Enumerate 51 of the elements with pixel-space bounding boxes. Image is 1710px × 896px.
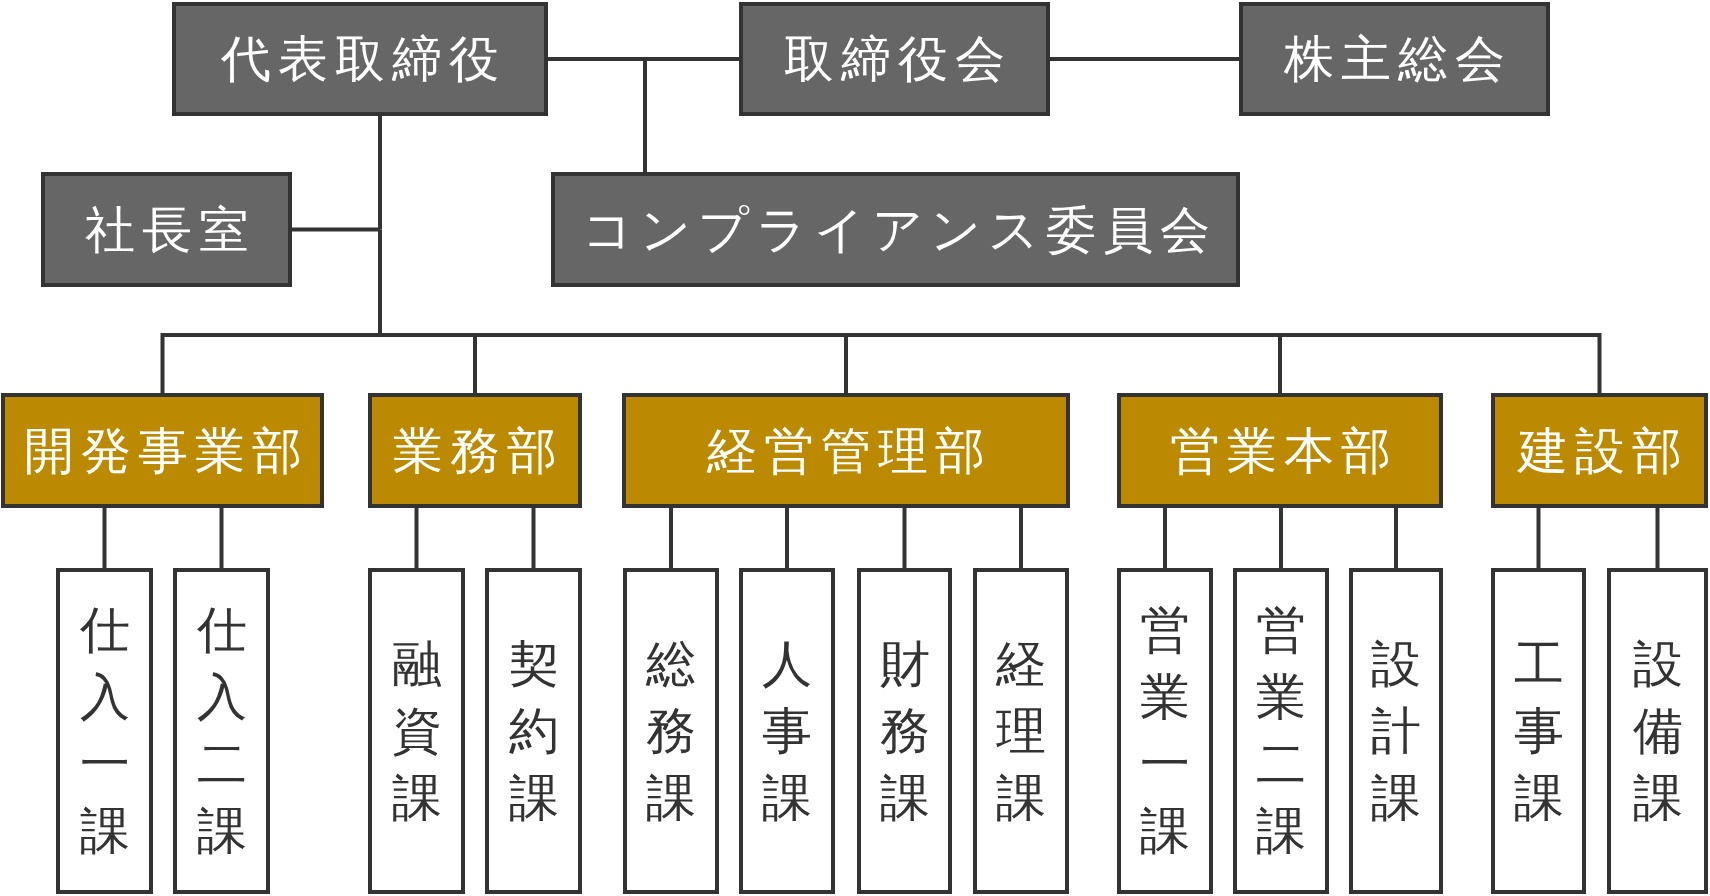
section-box: 総務課 (623, 568, 719, 894)
executive-box: コンプライアンス委員会 (551, 172, 1240, 287)
section-box: 財務課 (857, 568, 952, 894)
connector-line (669, 508, 673, 568)
connector-line (219, 508, 224, 568)
section-box: 営業二課 (1233, 568, 1329, 894)
connector-line (475, 333, 846, 337)
section-box: 営業一課 (1117, 568, 1213, 894)
connector-line (292, 227, 380, 232)
connector-line (846, 333, 1280, 337)
connector-line (645, 57, 739, 61)
connector-line (785, 508, 789, 568)
section-box: 設計課 (1349, 568, 1443, 894)
connector-line (1278, 335, 1282, 393)
connector-line (1050, 57, 1239, 61)
connector-line (1655, 508, 1660, 568)
connector-line (160, 333, 380, 393)
connector-line (414, 508, 419, 568)
section-box: 経理課 (973, 568, 1069, 894)
department-box: 開発事業部 (1, 393, 324, 508)
connector-line (531, 508, 536, 568)
connector-line (844, 335, 848, 393)
section-box: 工事課 (1491, 568, 1586, 894)
connector-line (1280, 333, 1602, 393)
connector-line (1394, 508, 1398, 568)
department-box: 建設部 (1491, 393, 1708, 508)
connector-line (1279, 508, 1283, 568)
executive-box: 取締役会 (739, 2, 1050, 116)
executive-box: 代表取締役 (172, 2, 548, 116)
connector-line (102, 508, 107, 568)
connector-line (1019, 508, 1023, 568)
connector-line (1163, 508, 1167, 568)
connector-line (548, 57, 645, 61)
section-box: 仕入二課 (173, 568, 270, 894)
connector-line (378, 116, 382, 230)
section-box: 契約課 (485, 568, 582, 894)
connector-line (473, 335, 477, 393)
connector-line (380, 333, 475, 337)
executive-box: 社長室 (41, 172, 292, 287)
connector-line (1536, 508, 1541, 568)
connector-line (643, 59, 647, 172)
section-box: 仕入一課 (56, 568, 153, 894)
section-box: 設備課 (1607, 568, 1708, 894)
connector-line (902, 508, 907, 568)
department-box: 経営管理部 (622, 393, 1070, 508)
department-box: 営業本部 (1117, 393, 1443, 508)
executive-box: 株主総会 (1239, 2, 1550, 116)
section-box: 人事課 (739, 568, 835, 894)
connector-line (378, 229, 382, 335)
section-box: 融資課 (368, 568, 465, 894)
department-box: 業務部 (368, 393, 582, 508)
